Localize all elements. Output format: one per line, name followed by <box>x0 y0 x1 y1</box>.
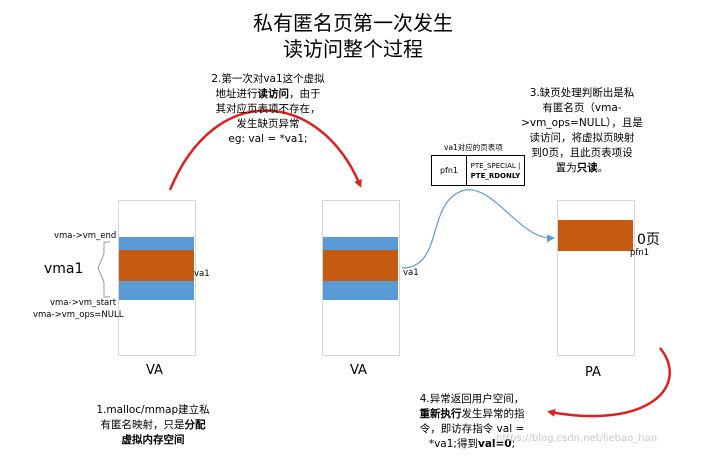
note-step2-line5: eg: val = *va1; <box>228 133 308 145</box>
vma1-band-middle <box>119 250 194 281</box>
zero-page-frame <box>558 220 633 251</box>
note-step4-line2: 重新执行发生异常的指 <box>419 408 525 420</box>
label-zero-page: 0页 <box>637 232 660 248</box>
note-step3-line3: >vm_ops=NULL），且是 <box>521 117 643 129</box>
pte-flags-cell: PTE_SPECIAL | PTE_RDONLY <box>467 156 524 185</box>
page-table-entry: pfn1 PTE_SPECIAL | PTE_RDONLY <box>431 155 525 186</box>
note-step1-line3: 虚拟内存空间 <box>121 434 185 446</box>
note-step1: 1.malloc/mmap建立私 有匿名映射，只是分配 虚拟内存空间 <box>88 403 218 448</box>
note-step4-line4: *va1;得到val=0; <box>428 438 516 450</box>
diagram-title: 私有匿名页第一次发生 读访问整个过程 <box>243 10 463 62</box>
note-step3-line1: 3.缺页处理判断出是私 <box>529 87 635 99</box>
label-vm-ops: vma->vm_ops=NULL <box>33 310 124 320</box>
label-vma1: vma1 <box>44 261 84 277</box>
mid-band-bottom <box>323 281 398 300</box>
label-vm-start: vma->vm_start <box>50 298 117 308</box>
vma1-band-top <box>119 237 194 250</box>
red-arrow-step2 <box>168 109 362 191</box>
note-step2-line2: 地址进行读访问，由于 <box>215 88 321 100</box>
note-step3-line5: 到0页，且此页表项设 <box>531 147 633 159</box>
vma1-band-bottom <box>119 281 194 300</box>
note-step1-line2: 有匿名映射，只是分配 <box>100 419 206 431</box>
note-step1-line1: 1.malloc/mmap建立私 <box>96 404 210 416</box>
pte-flag-special: PTE_SPECIAL | <box>470 161 521 170</box>
note-step3-line6: 置为只读。 <box>555 162 609 174</box>
title-line-1: 私有匿名页第一次发生 <box>253 11 453 35</box>
pte-caption: va1对应的页表项 <box>444 143 503 152</box>
note-step2-line4: 发生缺页异常 <box>236 118 300 130</box>
caption-pa: PA <box>585 365 601 380</box>
caption-va-middle: VA <box>350 363 367 378</box>
note-step4: 4.异常返回用户空间， 重新执行发生异常的指 令，即访存指令 val = *va… <box>402 392 542 452</box>
label-va1-left: va1 <box>194 269 210 279</box>
blue-arrow-mapping <box>401 189 555 269</box>
mid-band-middle <box>323 250 398 281</box>
label-va1-mid: va1 <box>403 268 419 278</box>
note-step2-line1: 2.第一次对va1这个虚拟 <box>211 73 325 85</box>
note-step3-line2: 有匿名页（vma- <box>542 102 622 114</box>
note-step2-line3: 其对应页表项不存在， <box>215 103 321 115</box>
pte-flag-rdonly: PTE_RDONLY <box>470 171 521 180</box>
note-step2: 2.第一次对va1这个虚拟 地址进行读访问，由于 其对应页表项不存在， 发生缺页… <box>183 72 353 147</box>
caption-va-left: VA <box>146 363 163 378</box>
note-step3-line4: 读访问，将虚拟页映射 <box>529 132 635 144</box>
note-step4-line1: 4.异常返回用户空间， <box>419 393 525 405</box>
red-arrow-step4 <box>547 347 671 418</box>
label-vm-end: vma->vm_end <box>54 231 117 241</box>
mid-band-top <box>323 237 398 250</box>
watermark: https://blog.csdn.net/liebao_han <box>496 433 658 444</box>
pte-pfn: pfn1 <box>439 166 459 175</box>
title-line-2: 读访问整个过程 <box>283 37 423 61</box>
pte-pfn-cell: pfn1 <box>432 156 467 185</box>
vma1-brace <box>97 241 110 298</box>
note-step4-line3: 令，即访存指令 val = <box>419 423 525 435</box>
note-step3: 3.缺页处理判断出是私 有匿名页（vma- >vm_ops=NULL），且是 读… <box>512 86 652 176</box>
label-pfn1-right: pfn1 <box>630 248 650 258</box>
